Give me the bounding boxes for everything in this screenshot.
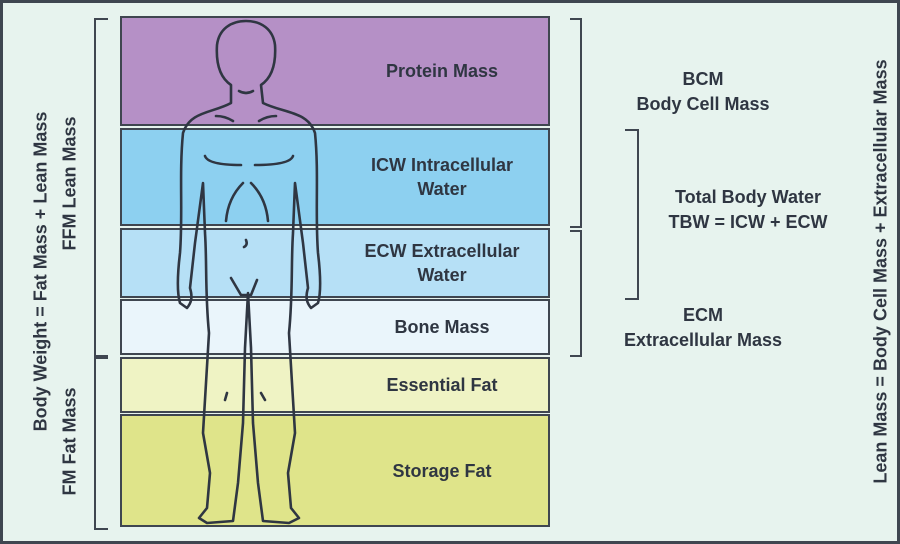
band-protein-mass: Protein Mass bbox=[120, 16, 550, 126]
ecm-full: Extracellular Mass bbox=[623, 330, 783, 350]
band-essential-fat: Essential Fat bbox=[120, 357, 550, 413]
bcm-bracket bbox=[570, 18, 582, 228]
lean-mass-label: Lean Mass = Body Cell Mass + Extracellul… bbox=[870, 59, 891, 484]
ecm-abbr: ECM bbox=[683, 305, 723, 325]
band-label: ECW Extracellular Water bbox=[364, 241, 520, 285]
fm-label: FM Fat Mass bbox=[59, 387, 80, 496]
band-bone-mass: Bone Mass bbox=[120, 299, 550, 355]
bcm-label: BCM Body Cell Mass bbox=[603, 67, 803, 117]
bcm-abbr: BCM bbox=[682, 69, 724, 89]
tbw-label: Total Body Water TBW = ICW + ECW bbox=[643, 185, 853, 235]
ecm-label: ECM Extracellular Mass bbox=[593, 303, 813, 353]
ffm-bracket bbox=[94, 18, 108, 357]
tbw-formula: TBW = ICW + ECW bbox=[668, 212, 828, 232]
band-label: Protein Mass bbox=[385, 61, 499, 81]
band-label: Bone Mass bbox=[394, 317, 490, 337]
band-storage-fat: Storage Fat bbox=[120, 414, 550, 527]
band-label: Storage Fat bbox=[392, 460, 492, 481]
band-ecw: ECW Extracellular Water bbox=[120, 228, 550, 298]
ecm-bracket bbox=[570, 230, 582, 357]
tbw-name: Total Body Water bbox=[674, 187, 821, 207]
tbw-bracket bbox=[625, 129, 639, 300]
bcm-full: Body Cell Mass bbox=[636, 94, 770, 114]
body-weight-label: Body Weight = Fat Mass + Lean Mass bbox=[30, 111, 51, 432]
ffm-label: FFM Lean Mass bbox=[59, 116, 80, 251]
band-label: ICW Intracellular Water bbox=[370, 155, 514, 199]
band-label: Essential Fat bbox=[386, 375, 498, 395]
human-figure-outline bbox=[176, 19, 322, 525]
fm-bracket bbox=[94, 357, 108, 530]
band-icw: ICW Intracellular Water bbox=[120, 128, 550, 226]
